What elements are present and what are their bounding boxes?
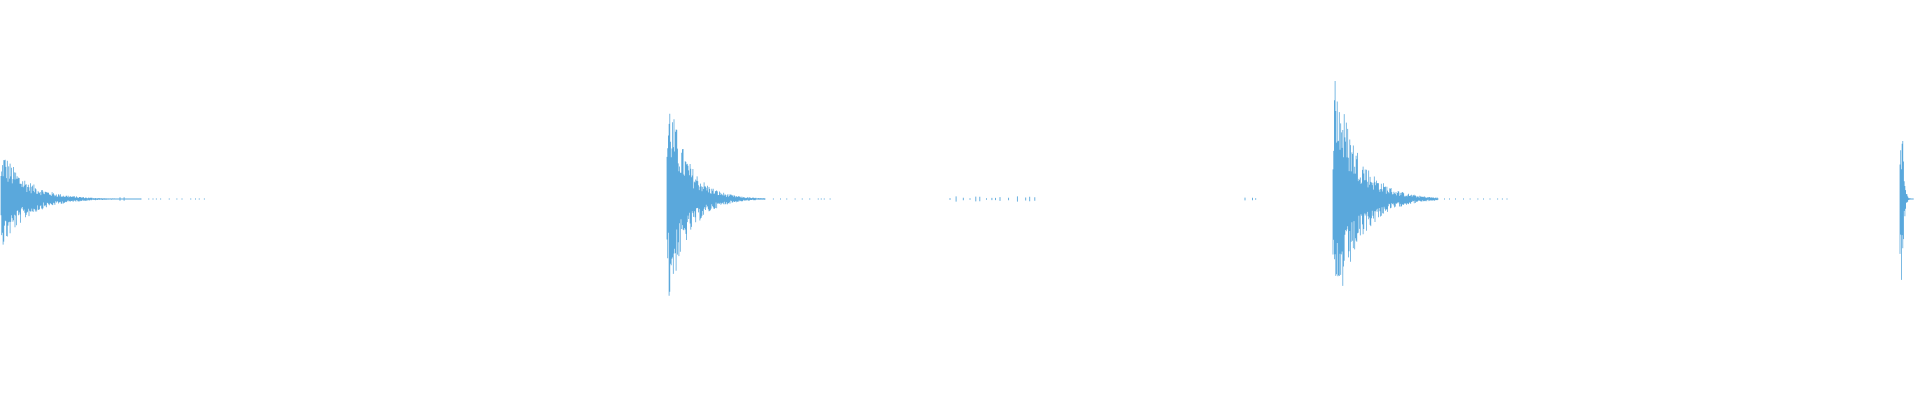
transient-waveform-path [1899,141,1914,280]
transient-hit-3 [1332,81,1508,286]
transient-hit-2 [666,113,831,296]
transient-waveform-path [1332,81,1508,286]
noise-cluster-3 [119,197,125,201]
noise-cluster-2 [1244,197,1257,201]
transient-hit-1 [0,159,205,245]
waveform-track [0,81,1914,296]
transient-waveform-path [666,113,831,296]
transient-waveform-path [0,159,205,245]
noise-cluster-1 [949,196,1036,202]
transient-hit-4 [1899,141,1914,280]
